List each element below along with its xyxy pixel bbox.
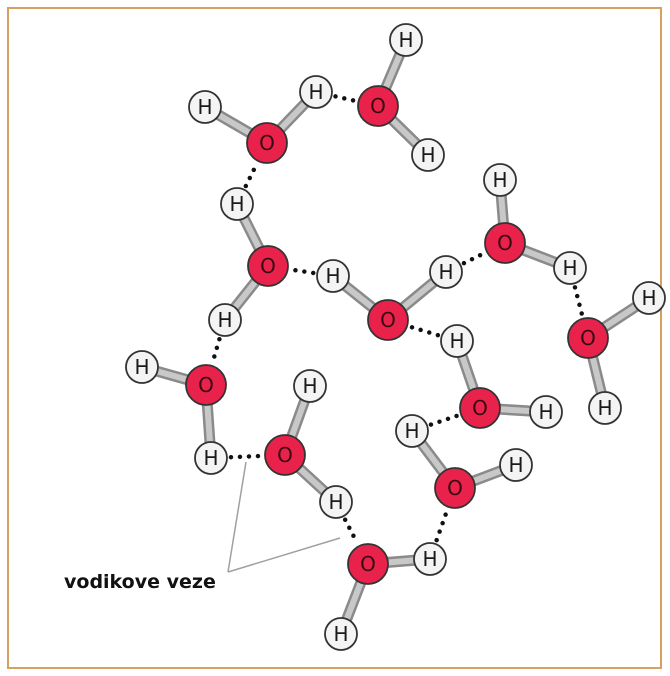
oxygen-atom-label: O <box>580 326 596 350</box>
hydrogen-atom <box>413 542 447 576</box>
hydrogen-atom-label: H <box>422 547 437 571</box>
oxygen-atom-label: O <box>497 231 513 255</box>
oxygen-atom <box>185 364 227 406</box>
oxygen-atom-label: O <box>370 94 386 118</box>
hydrogen-atom <box>483 163 517 197</box>
oxygen-atom-label: O <box>277 443 293 467</box>
hydrogen-atom-label: H <box>641 286 656 310</box>
hydrogen-atom-label: H <box>302 374 317 398</box>
hydrogen-atom-label: H <box>203 446 218 470</box>
oxygen-atom <box>264 434 306 476</box>
hydrogen-atom <box>429 255 463 289</box>
hydrogen-atom <box>188 90 222 124</box>
hydrogen-atom <box>499 448 533 482</box>
oxygen-atom-label: O <box>447 476 463 500</box>
oxygen-atom <box>347 543 389 585</box>
hydrogen-atom <box>125 350 159 384</box>
oxygen-atom <box>247 245 289 287</box>
oxygen-atom <box>484 222 526 264</box>
hydrogen-atom-label: H <box>597 396 612 420</box>
oxygen-atom <box>367 299 409 341</box>
hydrogen-bond <box>333 94 357 103</box>
oxygen-atom-label: O <box>260 254 276 278</box>
hydrogen-atom <box>220 187 254 221</box>
hydrogen-atom <box>293 369 327 403</box>
frame-border <box>7 7 662 669</box>
hydrogen-atom-label: H <box>229 192 244 216</box>
hydrogen-atom <box>316 259 350 293</box>
atoms: H H O H H O H H O H H O H H O H H O H H O H H O H H O H H O H H O <box>125 23 666 651</box>
hydrogen-atom <box>632 281 666 315</box>
leader-line <box>227 461 247 573</box>
hydrogen-bond <box>289 267 316 276</box>
hydrogen-atom <box>319 485 353 519</box>
oxygen-atom <box>567 317 609 359</box>
hydrogen-bonds <box>210 94 585 545</box>
hydrogen-bond <box>428 413 460 427</box>
hydrogen-atom <box>208 303 242 337</box>
hydrogen-atom-label: H <box>398 28 413 52</box>
hydrogen-bond <box>572 285 585 318</box>
oxygen-atom-label: O <box>259 131 275 155</box>
hydrogen-atom-label: H <box>308 80 323 104</box>
hydrogen-bond <box>243 162 259 189</box>
hydrogen-atom-label: H <box>420 143 435 167</box>
hydrogen-atom <box>194 441 228 475</box>
hydrogen-atom-label: H <box>328 490 343 514</box>
hydrogen-atom <box>324 617 358 651</box>
hydrogen-bond <box>210 336 222 365</box>
hydrogen-atom-label: H <box>325 264 340 288</box>
hydrogen-atom-label: H <box>134 355 149 379</box>
hydrogen-bonds-label: vodikove veze <box>64 571 216 593</box>
hydrogen-bond <box>408 324 441 338</box>
hydrogen-atom <box>389 23 423 57</box>
hydrogen-atom-label: H <box>333 622 348 646</box>
hydrogen-atom <box>588 391 622 425</box>
hydrogen-bond <box>228 453 264 460</box>
oxygen-atom-label: O <box>198 373 214 397</box>
oxygen-atom-label: O <box>472 396 488 420</box>
hydrogen-atom <box>395 414 429 448</box>
oxygen-atom <box>357 85 399 127</box>
hydrogen-atom-label: H <box>217 308 232 332</box>
hydrogen-atom-label: H <box>404 419 419 443</box>
hydrogen-atom <box>553 251 587 285</box>
oxygen-atom-label: O <box>380 308 396 332</box>
hydrogen-atom-label: H <box>449 329 464 353</box>
hydrogen-atom-label: H <box>492 168 507 192</box>
oxygen-atom-label: O <box>360 552 376 576</box>
hydrogen-atom <box>411 138 445 172</box>
leader-line <box>227 537 341 573</box>
hydrogen-atom-label: H <box>538 400 553 424</box>
hydrogen-bond <box>434 508 450 543</box>
hydrogen-atom <box>440 324 474 358</box>
hydrogen-atom-label: H <box>508 453 523 477</box>
hydrogen-bond <box>342 517 360 545</box>
hydrogen-atom-label: H <box>562 256 577 280</box>
hydrogen-atom <box>299 75 333 109</box>
oxygen-atom <box>246 122 288 164</box>
hydrogen-atom-label: H <box>438 260 453 284</box>
oxygen-atom <box>434 467 476 509</box>
hydrogen-atom-label: H <box>197 95 212 119</box>
leader-lines <box>227 461 341 573</box>
hydrogen-bond <box>461 251 486 266</box>
oxygen-atom <box>459 387 501 429</box>
hydrogen-atom <box>529 395 563 429</box>
